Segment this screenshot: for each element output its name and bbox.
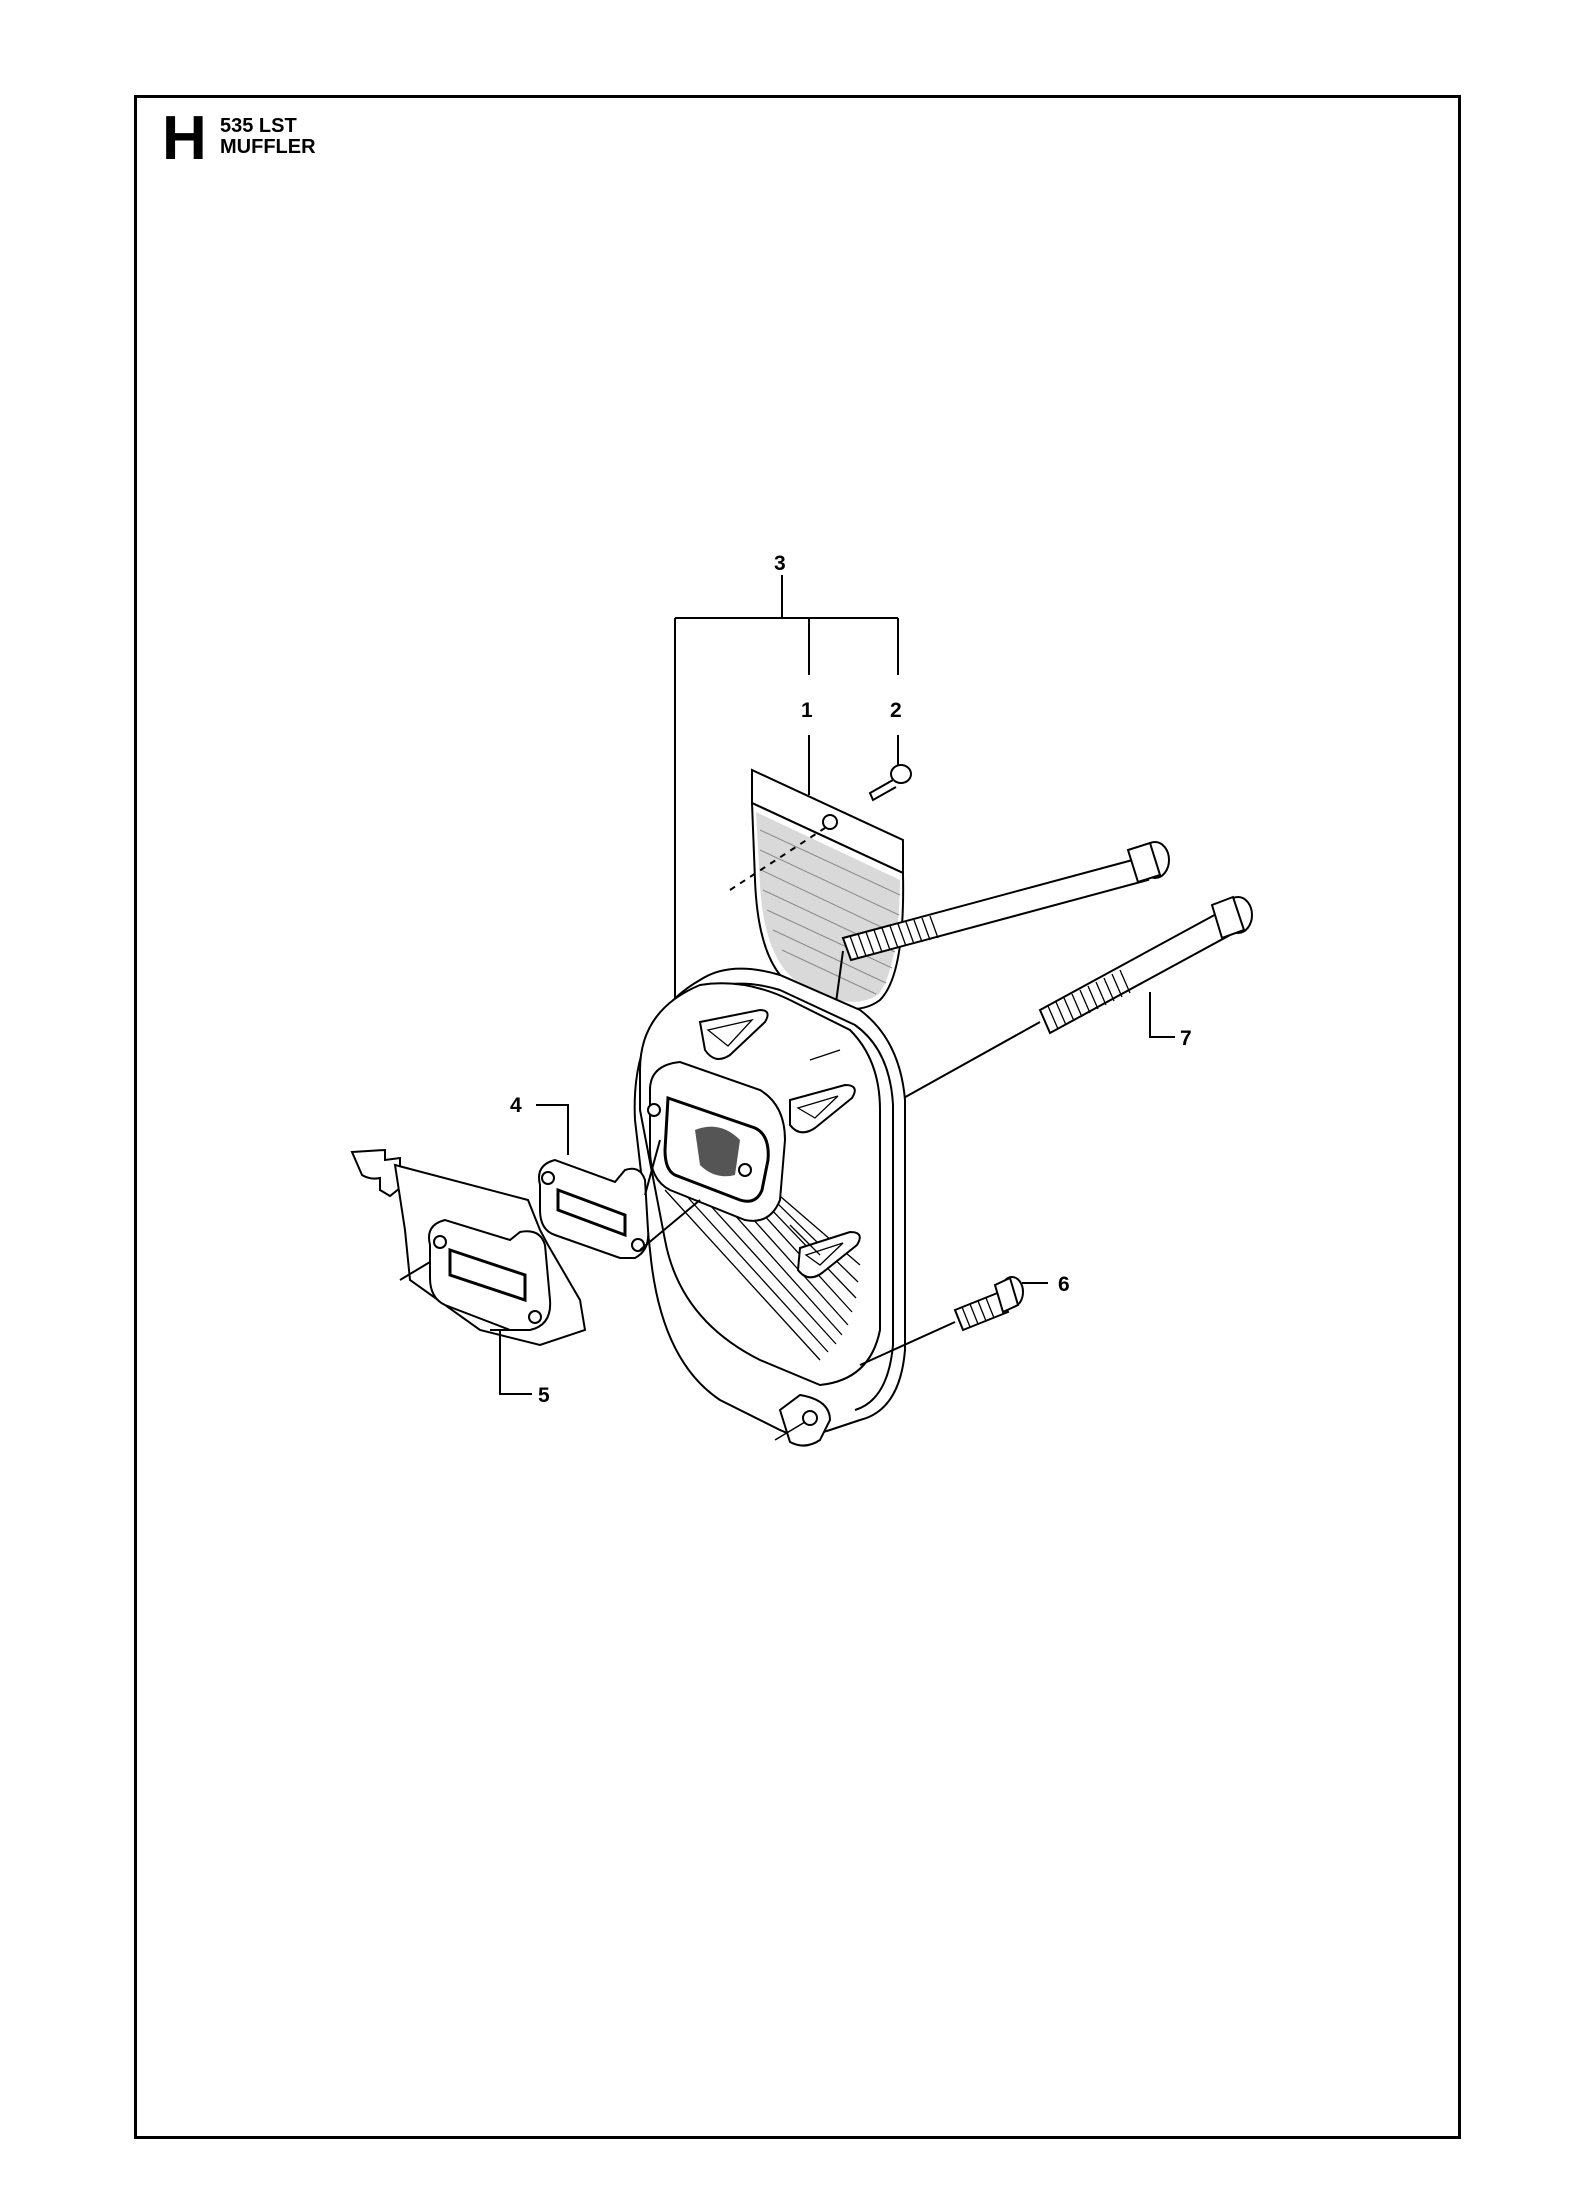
gasket-upper xyxy=(538,1139,701,1259)
callout-4-leader xyxy=(536,1104,569,1155)
callout-4: 4 xyxy=(510,1094,522,1117)
callout-5: 5 xyxy=(538,1384,550,1407)
model-name: 535 LST xyxy=(220,115,297,137)
callout-1: 1 xyxy=(801,699,813,722)
muffler-bolt-upper xyxy=(834,841,1170,1011)
screen-screw xyxy=(868,764,912,802)
muffler-body xyxy=(633,967,906,1447)
callout-5-leader xyxy=(499,1330,532,1395)
callout-3-bracket xyxy=(674,575,899,1015)
page-frame xyxy=(134,95,1461,2139)
gasket-lower xyxy=(399,1218,552,1331)
muffler-bolt-lower xyxy=(837,895,1253,1131)
callout-2: 2 xyxy=(890,699,902,722)
callout-7: 7 xyxy=(1180,1027,1192,1050)
callout-6: 6 xyxy=(1058,1273,1070,1296)
callout-7-leader xyxy=(1149,992,1175,1038)
callout-3: 3 xyxy=(774,552,786,575)
header-block: 535 LST MUFFLER xyxy=(220,116,316,158)
section-letter: H xyxy=(162,104,207,173)
section-title: MUFFLER xyxy=(220,136,316,158)
short-bolt xyxy=(859,1276,1024,1366)
